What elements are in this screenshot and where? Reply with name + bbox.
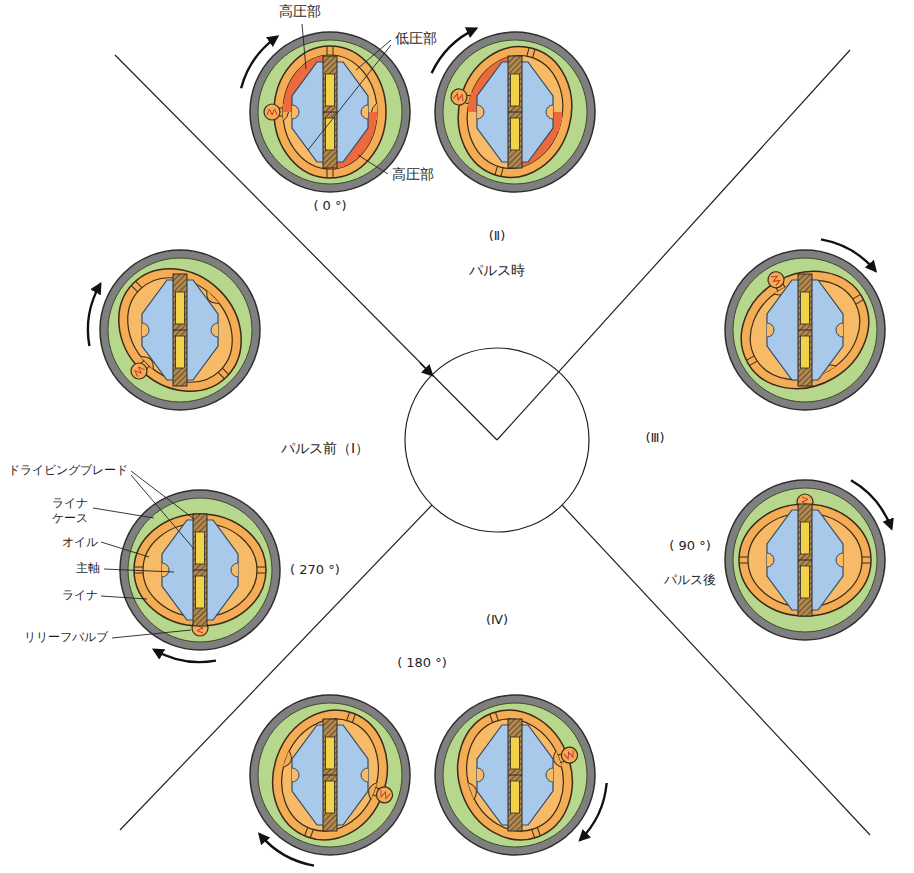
angle-label: ( 90 °)	[669, 538, 710, 554]
phase-number: (Ⅱ)	[489, 228, 506, 244]
angle-label: ( 180 °)	[397, 655, 447, 671]
part-label: ライナ ケース	[52, 496, 92, 526]
rotation-arrow	[84, 283, 100, 346]
part-label: ライナ	[62, 588, 98, 603]
rotation-arrow	[237, 33, 278, 88]
rotation-arrow	[257, 834, 314, 870]
region-label: 低圧部	[395, 30, 437, 48]
part-label: リリーフバルブ	[24, 630, 108, 645]
part-label: ドライビングブレード	[8, 463, 128, 478]
phase-number: (Ⅲ)	[645, 430, 664, 446]
rotation-arrow	[153, 650, 216, 666]
angle-label: ( 270 °)	[290, 562, 340, 578]
rotation-arrow	[580, 783, 612, 842]
part-label: 主軸	[76, 561, 100, 576]
phase-label: パルス後	[664, 572, 716, 588]
pulse-unit-0deg	[237, 32, 410, 192]
rotation-arrow	[851, 477, 896, 529]
pulse-unit-90deg	[725, 477, 896, 640]
pulse-unit	[428, 25, 595, 192]
high-pressure-zone	[270, 42, 390, 182]
region-label: 高圧部	[392, 166, 434, 184]
pulse-unit	[435, 690, 612, 856]
angle-label: ( 0 °)	[313, 198, 346, 214]
region-label: 高圧部	[279, 3, 321, 21]
phase-label: パルス前（Ⅰ）	[281, 440, 369, 458]
pulse-unit-180deg	[250, 694, 415, 871]
leader-lines	[93, 24, 391, 638]
phase-label: パルス時	[469, 262, 525, 280]
rotation-arrow	[821, 235, 878, 271]
pulse-unit	[84, 244, 266, 424]
pulse-unit	[715, 235, 890, 412]
part-label: オイル	[62, 535, 98, 550]
phase-number: (Ⅳ)	[486, 612, 508, 628]
high-pressure-zone	[455, 42, 575, 182]
